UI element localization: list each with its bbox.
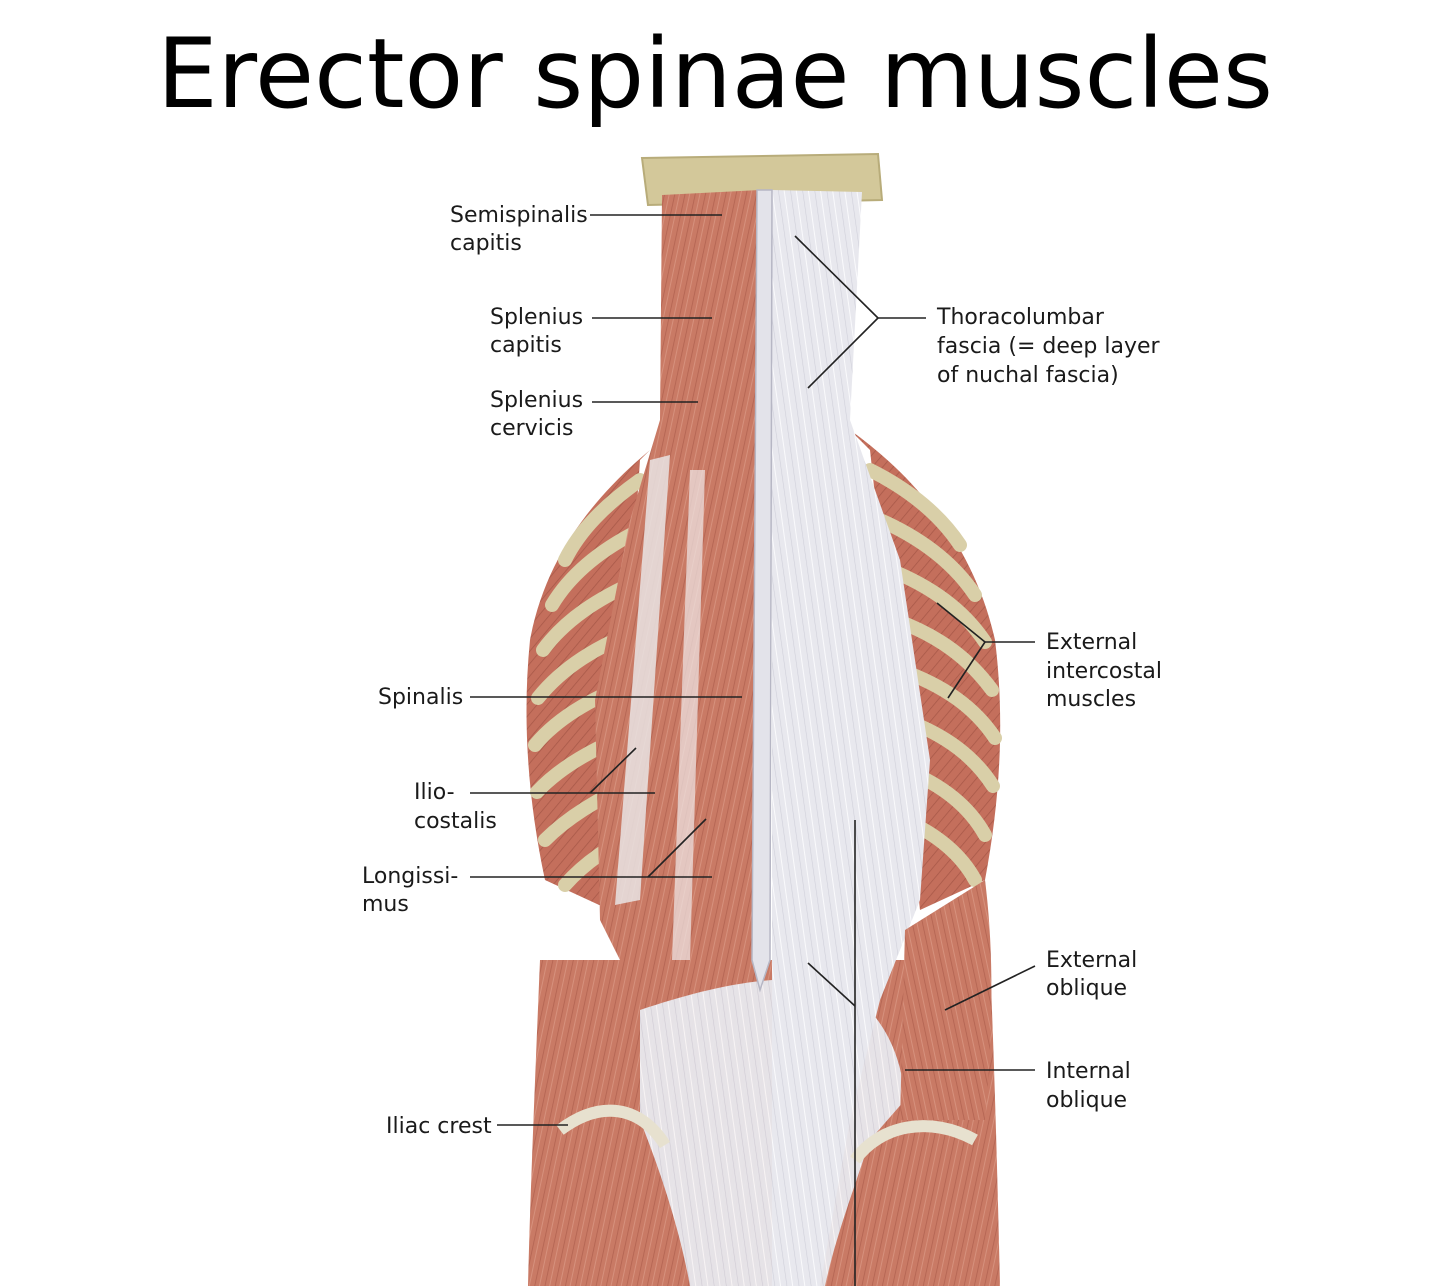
label-line: mus [362, 892, 409, 917]
label-line: Longissi- [362, 864, 458, 889]
label-splenius-cervicis: Splenius cervicis [490, 388, 590, 441]
label-line: capitis [450, 231, 522, 256]
label-line: intercostal [1046, 659, 1162, 684]
label-line: costalis [414, 809, 497, 834]
label-line: Splenius [490, 388, 583, 413]
label-line: capitis [490, 333, 562, 358]
label-line: Splenius [490, 305, 583, 330]
label-internal-oblique: Internal oblique [1046, 1059, 1138, 1113]
label-iliac-crest: Iliac crest [386, 1114, 492, 1139]
label-longissimus: Longissi- mus [362, 864, 465, 917]
label-line: of nuchal fascia) [937, 363, 1119, 388]
rib-cage-left [526, 450, 650, 910]
label-semispinalis-capitis: Semispinalis capitis [450, 203, 595, 256]
label-line: fascia (= deep layer [937, 334, 1161, 359]
label-line: muscles [1046, 687, 1136, 712]
spinous-ligament [751, 189, 773, 993]
label-line: Thoracolumbar [936, 305, 1105, 330]
label-line: Semispinalis [450, 203, 588, 228]
label-external-oblique: External oblique [1046, 948, 1144, 1001]
lumbar-fascia [640, 979, 905, 1286]
label-line: Spinalis [378, 685, 463, 710]
right-oblique-region [900, 880, 992, 1120]
label-line: Ilio- [414, 780, 455, 805]
label-thoracolumbar-fascia: Thoracolumbar fascia (= deep layer of nu… [936, 305, 1167, 388]
label-line: External [1046, 948, 1137, 973]
label-splenius-capitis: Splenius capitis [490, 305, 590, 358]
leader-lines [470, 214, 1036, 1286]
label-spinalis: Spinalis [378, 685, 463, 710]
left-tendon-strip-2 [672, 470, 705, 960]
label-line: External [1046, 630, 1137, 655]
iliac-crest-left [556, 1104, 671, 1149]
label-line: oblique [1046, 976, 1127, 1001]
label-line: Internal [1046, 1059, 1131, 1084]
label-iliocostalis: Ilio- costalis [414, 780, 497, 834]
label-line: oblique [1046, 1088, 1127, 1113]
label-line: Iliac crest [386, 1114, 492, 1139]
iliac-crest-right [850, 1120, 978, 1164]
slide-title: Erector spinae muscles [157, 18, 1273, 130]
label-external-intercostal: External intercostal muscles [1046, 630, 1169, 712]
label-line: cervicis [490, 416, 573, 441]
